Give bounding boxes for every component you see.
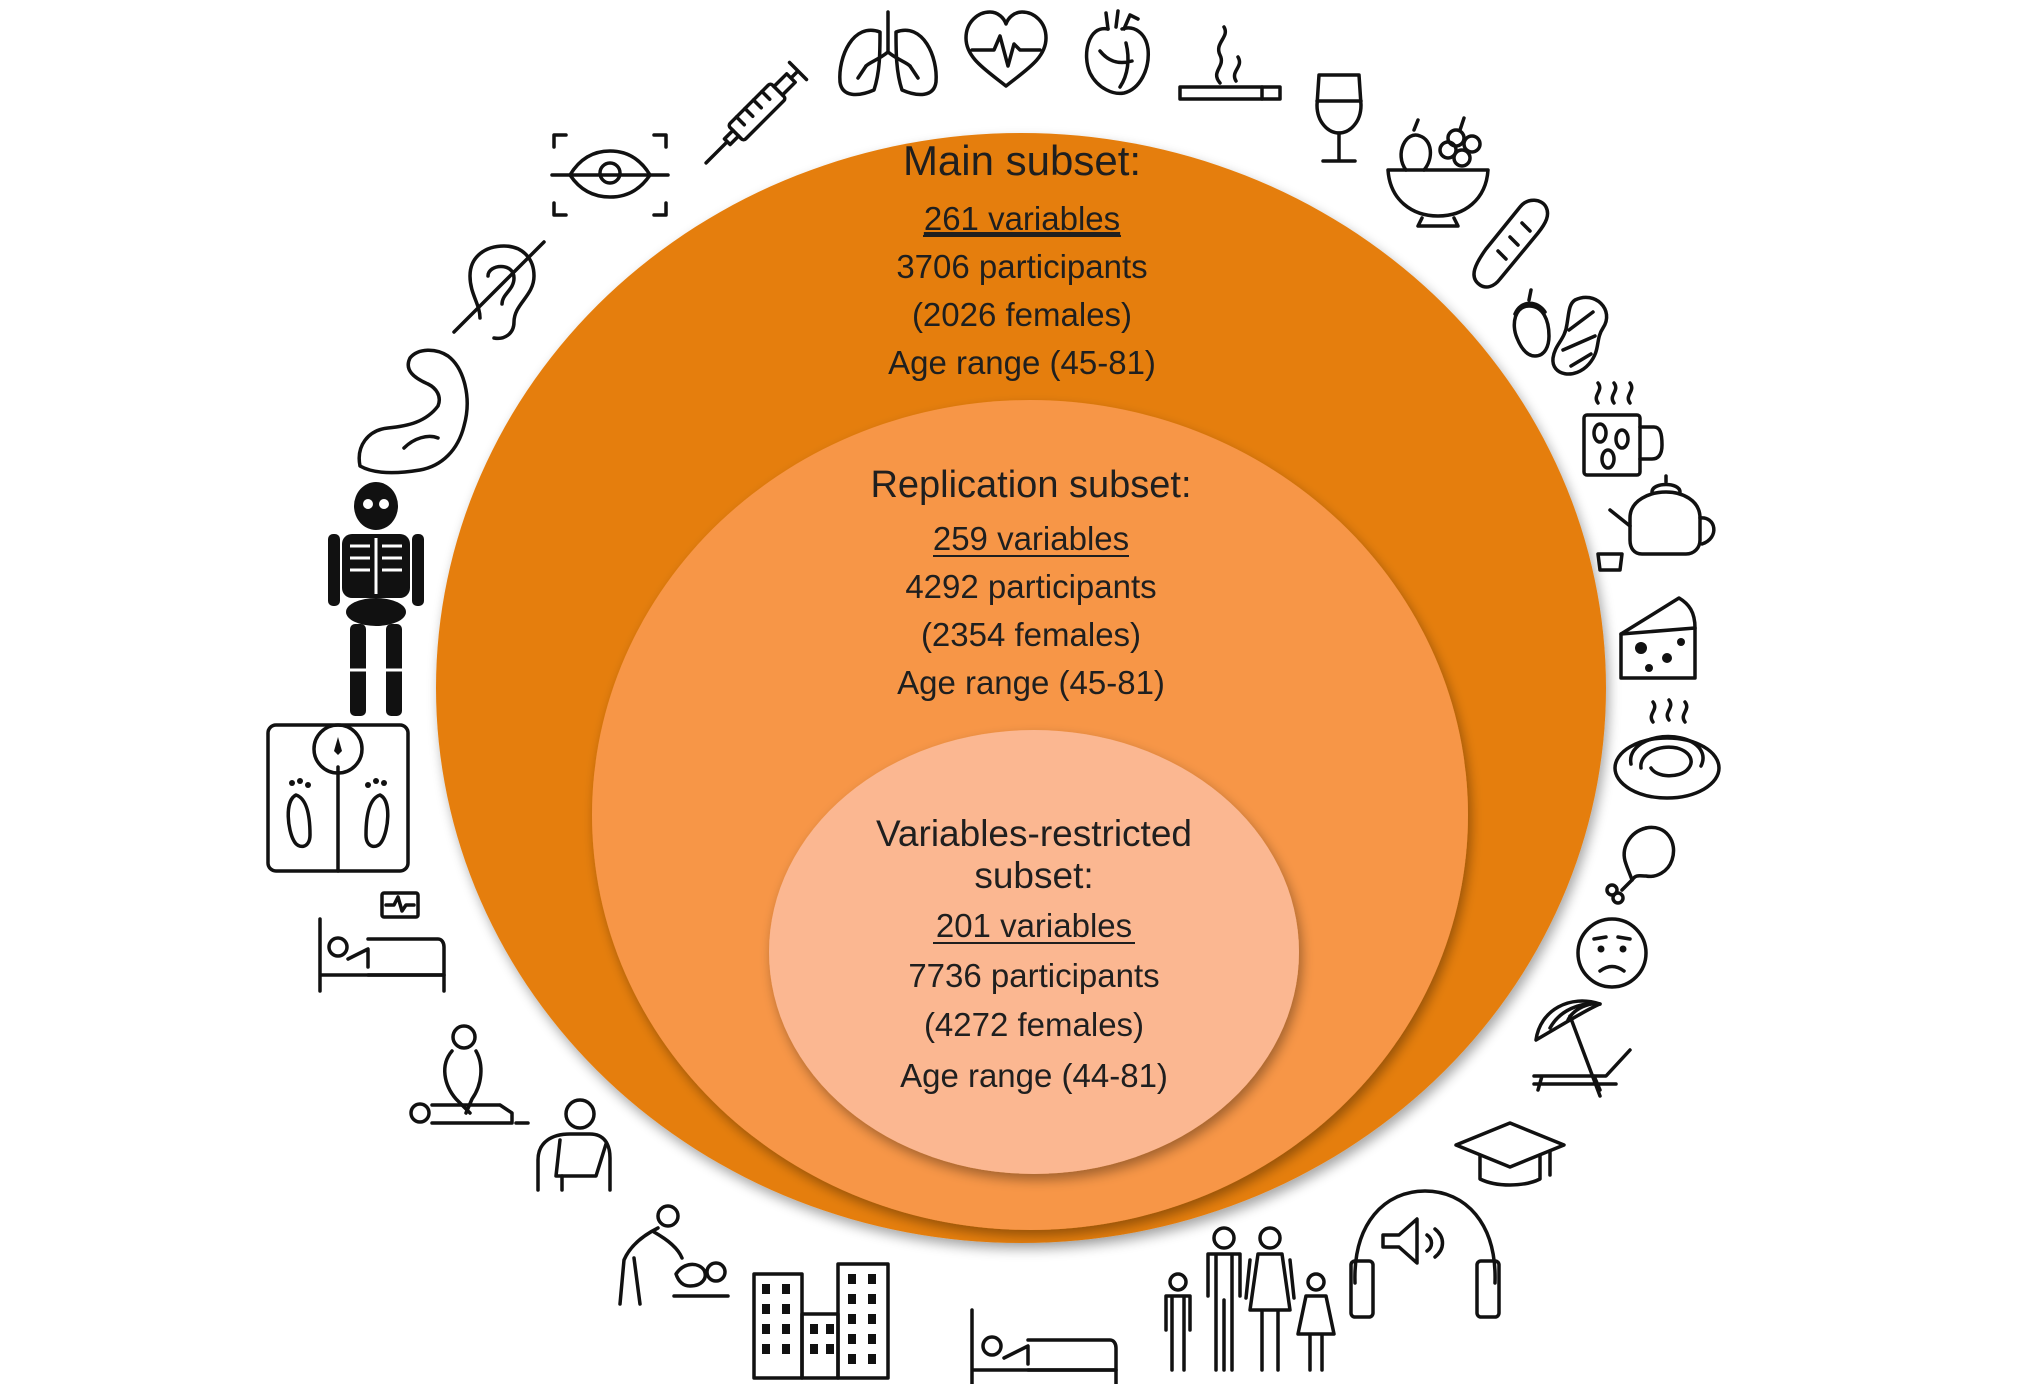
bread-icon [1472, 198, 1550, 289]
pasta-icon [1613, 698, 1721, 800]
skeleton-icon [328, 482, 424, 716]
heart-rate-icon [964, 10, 1048, 88]
restricted-subset-title-line1: Variables-restricted [876, 813, 1192, 854]
flexed-arm-icon [357, 348, 469, 475]
restricted-subset-title-line2: subset: [974, 855, 1093, 896]
nuts-icon [1512, 288, 1609, 376]
fruit-bowl-icon [1386, 116, 1490, 228]
weighing-scale-icon [266, 723, 410, 873]
main-subset-females: (2026 females) [912, 296, 1132, 333]
replication-subset-participants: 4292 participants [905, 568, 1156, 605]
replication-subset-title: Replication subset: [870, 464, 1191, 506]
headphones-sound-icon [1349, 1189, 1501, 1319]
hospital-bed-monitor-icon [318, 891, 446, 993]
eye-scan-icon [550, 133, 670, 217]
restricted-subset-label: Variables-restricted subset: 201 variabl… [876, 813, 1192, 1094]
family-icon [1164, 1226, 1336, 1372]
replication-subset-variables: 259 variables [933, 520, 1129, 557]
wine-glass-icon [1315, 73, 1363, 163]
main-subset-participants: 3706 participants [896, 248, 1147, 285]
main-subset-title: Main subset: [903, 137, 1141, 184]
replication-subset-age-range: Age range (45-81) [897, 664, 1165, 701]
replication-subset-label: Replication subset: 259 variables 4292 p… [870, 464, 1191, 701]
anatomical-heart-icon [1084, 9, 1150, 96]
cpr-icon [409, 1024, 530, 1125]
restricted-subset-age-range: Age range (44-81) [900, 1057, 1168, 1094]
restricted-subset-females: (4272 females) [924, 1006, 1144, 1043]
child-care-icon [618, 1204, 730, 1306]
main-subset-label: Main subset: 261 variables 3706 particip… [888, 137, 1156, 381]
cheese-icon [1619, 596, 1697, 680]
restricted-subset-circle [769, 730, 1299, 1174]
beach-umbrella-icon [1532, 999, 1632, 1098]
main-subset-variables: 261 variables [924, 200, 1120, 237]
teapot-icon [1596, 474, 1716, 572]
hearing-impaired-icon [452, 240, 546, 341]
bed-rest-icon [970, 1308, 1118, 1384]
arm-sling-icon [536, 1098, 612, 1192]
worried-face-icon [1576, 917, 1648, 989]
city-buildings-icon [752, 1262, 890, 1380]
lungs-icon [838, 10, 938, 97]
coffee-mug-icon [1582, 381, 1664, 477]
cigarette-icon [1178, 25, 1282, 101]
replication-subset-females: (2354 females) [921, 616, 1141, 653]
graduation-cap-icon [1454, 1121, 1566, 1187]
main-subset-age-range: Age range (45-81) [888, 344, 1156, 381]
syringe-icon [704, 60, 809, 165]
restricted-subset-participants: 7736 participants [908, 957, 1159, 994]
chicken-leg-icon [1605, 825, 1676, 905]
restricted-subset-variables: 201 variables [936, 907, 1132, 944]
